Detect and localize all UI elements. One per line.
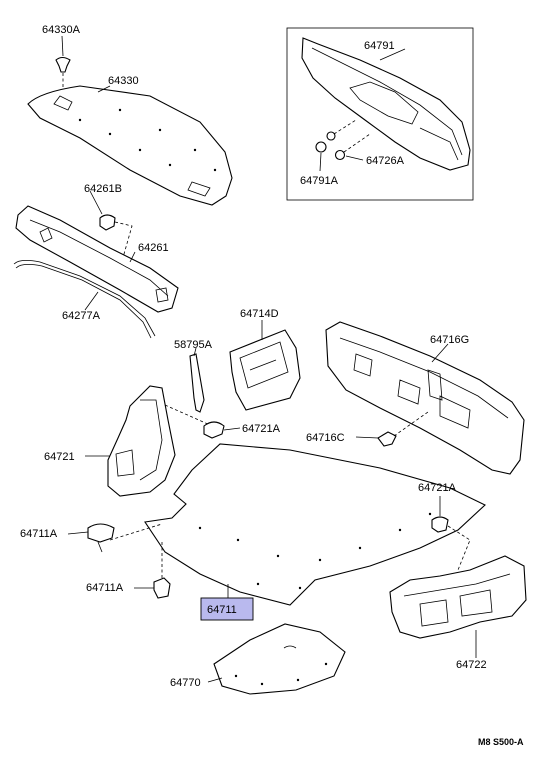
- label-64277A[interactable]: 64277A: [62, 310, 101, 322]
- label-64770[interactable]: 64770: [170, 677, 201, 689]
- selected-part-highlight: [200, 597, 254, 621]
- part-64716G-shape: [325, 321, 525, 475]
- label-64726A[interactable]: 64726A: [366, 155, 405, 167]
- label-64791A[interactable]: 64791A: [300, 175, 339, 187]
- side-parts-group: [189, 320, 301, 413]
- tray-panel-group: [27, 35, 233, 206]
- part-64722-shape: [389, 555, 527, 639]
- part-64277A-strip: [13, 260, 156, 337]
- part-58795A-strip: [189, 353, 205, 413]
- label-64716G[interactable]: 64716G: [430, 334, 469, 346]
- part-64721A-clip-1: [203, 421, 225, 439]
- part-64770-shape: [213, 623, 346, 695]
- panel-64721-group: [85, 385, 241, 497]
- part-64721A-clip-2: [431, 516, 449, 533]
- mat-64770-group: [207, 623, 346, 695]
- panel-64722-group: [389, 496, 527, 658]
- mat-64711-group: [67, 443, 486, 606]
- label-64261[interactable]: 64261: [138, 242, 169, 254]
- label-64330A[interactable]: 64330A: [42, 24, 81, 36]
- label-58795A[interactable]: 58795A: [174, 339, 213, 351]
- inset-box: [286, 27, 474, 201]
- label-64791[interactable]: 64791: [364, 40, 395, 52]
- label-64721A-1[interactable]: 64721A: [242, 423, 281, 435]
- part-64714D-shape: [229, 329, 301, 411]
- part-64261B-clip: [99, 214, 116, 231]
- label-64721[interactable]: 64721: [44, 451, 75, 463]
- part-64791A-clip: [315, 141, 327, 153]
- part-64726A-nut: [334, 149, 346, 161]
- part-64261-shape: [15, 205, 179, 313]
- label-64714D[interactable]: 64714D: [240, 308, 279, 320]
- label-64330[interactable]: 64330: [108, 75, 139, 87]
- label-64716C[interactable]: 64716C: [306, 432, 345, 444]
- part-64711-shape: [144, 443, 486, 606]
- part-64791-shape: [301, 37, 471, 171]
- rear-trim-group: [13, 190, 179, 339]
- part-64711A-clip-2: [153, 577, 171, 599]
- label-64722[interactable]: 64722: [456, 659, 487, 671]
- part-64330-shape: [27, 85, 233, 206]
- label-64261B[interactable]: 64261B: [84, 183, 122, 195]
- part-64711A-clip-1: [87, 523, 115, 543]
- label-64721A-2[interactable]: 64721A: [418, 482, 457, 494]
- part-64716C-screw: [377, 431, 397, 447]
- part-64330A-clip: [55, 56, 71, 73]
- diagram-code: M8 S500-A: [478, 737, 524, 747]
- label-64711A-2[interactable]: 64711A: [86, 582, 124, 594]
- label-64711[interactable]: 64711: [207, 604, 237, 616]
- label-64711A-1[interactable]: 64711A: [20, 528, 58, 540]
- panel-64716G-group: [325, 321, 525, 475]
